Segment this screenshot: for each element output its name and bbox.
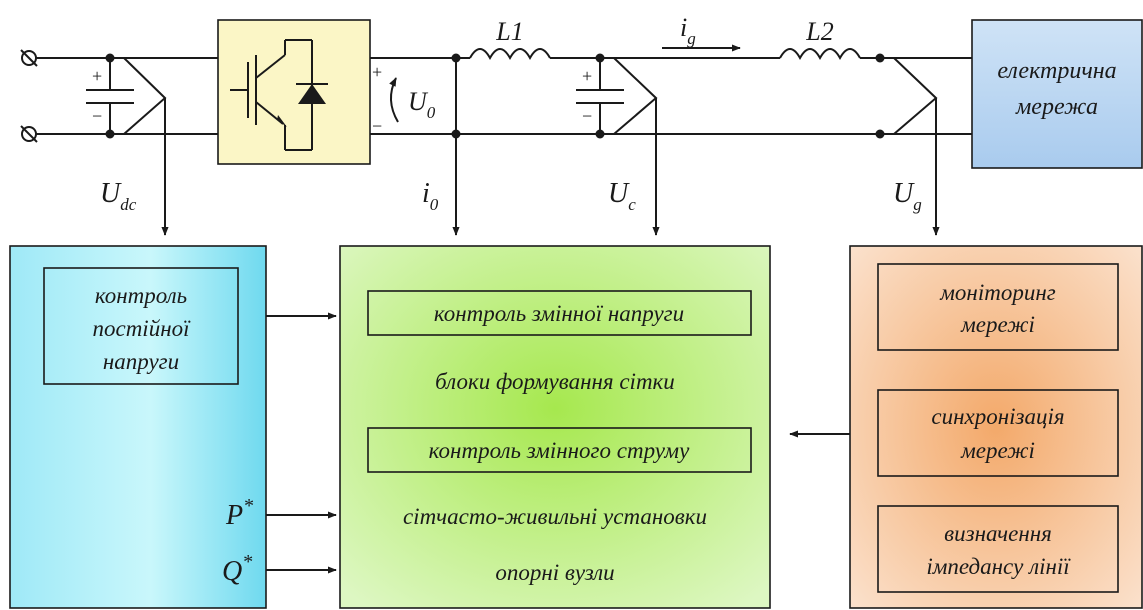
impedance-line1: визначення xyxy=(944,521,1052,546)
inverter-plus: + xyxy=(372,62,382,82)
measurement-uc-label: Uc xyxy=(608,178,636,214)
inductor-l1-label: L1 xyxy=(495,17,523,46)
measurement-i0-label: i0 xyxy=(422,178,439,214)
measurement-ug-label: Ug xyxy=(893,178,922,214)
impedance-line2: імпедансу лінії xyxy=(926,554,1071,579)
filter-cap-plus: + xyxy=(582,66,592,86)
ac-voltage-control-label: контроль змінної напруги xyxy=(434,301,684,326)
inverter-voltage-arrow xyxy=(389,77,399,123)
circuit-nodes xyxy=(105,53,885,139)
dc-voltage-sensor xyxy=(123,57,169,236)
dc-control-line2: постійної xyxy=(92,316,191,341)
grid-monitoring-line1: моніторинг xyxy=(939,280,1055,305)
inductor-l1-coil xyxy=(469,48,551,61)
grid-monitoring-box xyxy=(877,263,1119,351)
grid-monitoring-line2: мережі xyxy=(960,312,1035,337)
dc-control-line3: напруги xyxy=(103,349,179,374)
ac-current-control-label: контроль змінного струму xyxy=(429,438,690,463)
reactive-power-reference-label: Q* xyxy=(222,551,252,587)
inductor-l2-label: L2 xyxy=(805,17,833,46)
dc-cap-minus: − xyxy=(92,106,102,126)
dc-input-terminals xyxy=(20,49,38,143)
dc-voltage-control-box xyxy=(43,267,239,385)
grid-block: електрична мережа xyxy=(971,19,1143,169)
igbt-emitter-arrow-icon xyxy=(277,115,287,127)
inverter-minus: − xyxy=(372,116,382,136)
grid-label-line1: електрична xyxy=(997,58,1116,84)
dc-voltage-control-panel: контроль постійної напруги P* Q* xyxy=(9,245,267,609)
grid-label-line2: мережа xyxy=(1015,94,1098,120)
inverter-block: + − xyxy=(217,19,382,165)
grid-synchronization-box xyxy=(877,389,1119,477)
grid-forming-label: блоки формування сітки xyxy=(435,369,675,394)
grid-feeding-label: сітчасто-живильні установки xyxy=(403,504,707,529)
grid-monitoring-panel: моніторинг мережі синхронізація мережі в… xyxy=(849,245,1143,609)
inverter-voltage-label: U0 xyxy=(408,87,436,122)
filter-capacitor xyxy=(576,58,624,134)
ac-voltage-control-box xyxy=(367,290,752,336)
dc-control-line1: контроль xyxy=(95,283,187,308)
grid-voltage-sensor xyxy=(893,57,940,236)
reference-nodes-label: опорні вузли xyxy=(495,560,614,585)
filter-voltage-sensor xyxy=(613,57,660,236)
grid-current-label: ig xyxy=(680,13,696,48)
measurement-udc-label: Udc xyxy=(100,178,137,214)
diode-icon xyxy=(298,84,326,104)
line-impedance-box xyxy=(877,505,1119,593)
dc-link-capacitor xyxy=(86,58,134,134)
filter-cap-minus: − xyxy=(582,106,592,126)
active-power-reference-label: P* xyxy=(225,495,253,531)
ac-current-control-box xyxy=(367,427,752,473)
grid-sync-line2: мережі xyxy=(960,438,1035,463)
grid-sync-line1: синхронізація xyxy=(931,404,1064,429)
dc-cap-plus: + xyxy=(92,66,102,86)
ac-control-panel: контроль змінної напруги блоки формуванн… xyxy=(339,245,771,609)
inductor-l2-coil xyxy=(779,48,861,61)
